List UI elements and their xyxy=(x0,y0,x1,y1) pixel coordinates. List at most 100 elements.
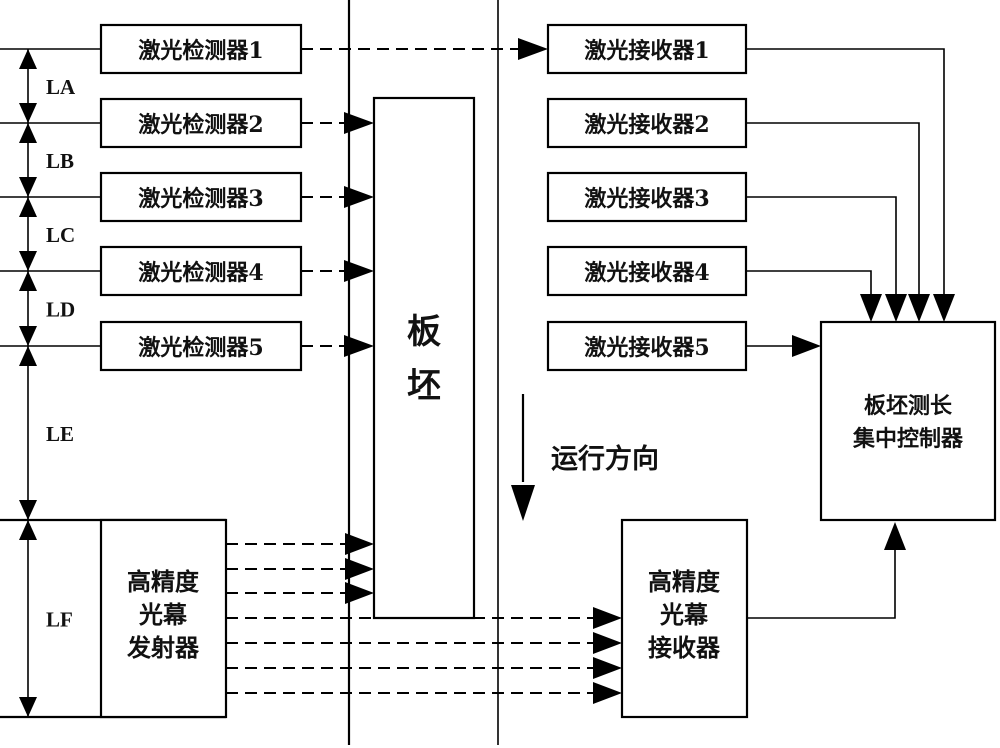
dimension-label: LD xyxy=(46,298,75,322)
dimension-arrow-up xyxy=(19,346,37,366)
receiver-link-3 xyxy=(746,196,897,294)
receiver-to-controller-links xyxy=(746,48,955,357)
reference-lines xyxy=(0,48,101,347)
detector-label: 激光检测器2 xyxy=(138,112,263,138)
dimension-la: LA xyxy=(19,49,76,123)
dimension-arrow-up xyxy=(19,197,37,217)
slab-box xyxy=(372,96,476,620)
beam-arrow xyxy=(344,260,374,282)
curtain-beam-arrow xyxy=(345,533,374,555)
laser-receiver-2: 激光接收器2 xyxy=(546,97,748,149)
receiver-label: 激光接收器5 xyxy=(584,335,709,361)
dimension-arrow-down xyxy=(19,500,37,520)
laser-detector-5: 激光检测器5 xyxy=(99,320,374,372)
dimension-arrow-up xyxy=(19,520,37,540)
laser-receivers: 激光接收器1 激光接收器2 激光接收器3 激光接收器4 激光接收器5 xyxy=(546,23,748,372)
detector-box xyxy=(99,245,303,297)
receiver-link-1 xyxy=(746,48,945,294)
receiver-to-controller-line xyxy=(747,550,896,619)
curtain-beam-arrow xyxy=(593,607,622,629)
receiver-label-2: 光幕 xyxy=(659,600,709,629)
detector-label: 激光检测器1 xyxy=(138,38,263,64)
laser-detectors: 激光检测器1 激光检测器2 激光检测器3 激光检测器4 激光检测器5 xyxy=(99,23,548,372)
receiver-label: 激光接收器1 xyxy=(584,38,709,64)
receiver-box xyxy=(546,245,748,297)
receiver-label: 激光接收器4 xyxy=(584,260,709,286)
receiver-link-arrow xyxy=(860,294,882,322)
curtain-emitter-box xyxy=(99,518,228,719)
laser-receiver-5: 激光接收器5 xyxy=(546,320,748,372)
slab-label-1: 板 xyxy=(407,312,441,352)
dimension-le: LE xyxy=(19,346,74,520)
beam-arrow xyxy=(344,335,374,357)
beam-arrow xyxy=(344,112,374,134)
receiver-link-4 xyxy=(746,270,872,294)
direction-indicator: 运行方向 xyxy=(511,394,659,521)
receiver-link-arrow xyxy=(792,335,821,357)
dimension-arrow-down xyxy=(19,177,37,197)
receiver-link-arrow xyxy=(908,294,930,322)
controller-label-1: 板坯测长 xyxy=(864,393,953,419)
receiver-box xyxy=(546,97,748,149)
laser-detector-3: 激光检测器3 xyxy=(99,171,374,223)
slab-label-2: 坯 xyxy=(407,366,441,406)
emitter-label-2: 光幕 xyxy=(138,600,188,629)
beam-arrow xyxy=(518,38,548,60)
laser-receiver-4: 激光接收器4 xyxy=(546,245,748,297)
laser-detector-1: 激光检测器1 xyxy=(99,23,548,75)
controller-box xyxy=(819,320,997,522)
laser-detector-4: 激光检测器4 xyxy=(99,245,374,297)
dimension-arrow-up xyxy=(19,49,37,69)
direction-arrow-head xyxy=(511,485,535,521)
receiver-box xyxy=(546,23,748,75)
receiver-box xyxy=(546,320,748,372)
receiver-box xyxy=(546,171,748,223)
direction-label: 运行方向 xyxy=(551,443,659,475)
dimension-label: LB xyxy=(46,149,74,173)
curtain-beam-arrow xyxy=(345,582,374,604)
curtain-beam-arrow xyxy=(345,558,374,580)
beam-arrow xyxy=(344,186,374,208)
laser-detector-2: 激光检测器2 xyxy=(99,97,374,149)
curtain-receiver: 高精度 光幕 接收器 xyxy=(620,518,906,719)
receiver-label-1: 高精度 xyxy=(648,567,721,596)
dimension-label: LC xyxy=(46,223,75,247)
dimension-markers: LA LB LC LD LE LF xyxy=(19,49,76,717)
dimension-arrow-up xyxy=(19,123,37,143)
dimension-arrow-down xyxy=(19,103,37,123)
dimension-lb: LB xyxy=(19,123,74,197)
dimension-ld: LD xyxy=(19,271,75,346)
dimension-label: LE xyxy=(46,422,74,446)
detector-box xyxy=(99,97,303,149)
dimension-lc: LC xyxy=(19,197,75,271)
curtain-beams xyxy=(226,533,622,704)
receiver-link-arrow xyxy=(933,294,955,322)
dimension-arrow-down xyxy=(19,697,37,717)
receiver-link-arrow xyxy=(885,294,907,322)
receiver-link-2 xyxy=(746,122,920,294)
detector-label: 激光检测器4 xyxy=(138,260,263,286)
receiver-to-controller-arrow xyxy=(884,522,906,550)
dimension-arrow-down xyxy=(19,251,37,271)
slab: 板 坯 xyxy=(372,96,476,620)
controller-label-2: 集中控制器 xyxy=(852,426,964,452)
dimension-label: LA xyxy=(46,75,76,99)
controller: 板坯测长 集中控制器 xyxy=(819,320,997,522)
curtain-beam-arrow xyxy=(593,632,622,654)
detector-label: 激光检测器3 xyxy=(138,186,263,212)
emitter-label-3: 发射器 xyxy=(126,633,200,662)
curtain-receiver-box xyxy=(620,518,749,719)
detector-box xyxy=(99,320,303,372)
curtain-beam-arrow xyxy=(593,682,622,704)
receiver-label-3: 接收器 xyxy=(648,633,721,662)
receiver-label: 激光接收器2 xyxy=(584,112,709,138)
laser-receiver-3: 激光接收器3 xyxy=(546,171,748,223)
curtain-beam-arrow xyxy=(593,657,622,679)
dimension-arrow-up xyxy=(19,271,37,291)
laser-receiver-1: 激光接收器1 xyxy=(546,23,748,75)
emitter-label-1: 高精度 xyxy=(127,567,200,596)
dimension-arrow-down xyxy=(19,326,37,346)
detector-label: 激光检测器5 xyxy=(138,335,263,361)
dimension-label: LF xyxy=(46,608,73,632)
